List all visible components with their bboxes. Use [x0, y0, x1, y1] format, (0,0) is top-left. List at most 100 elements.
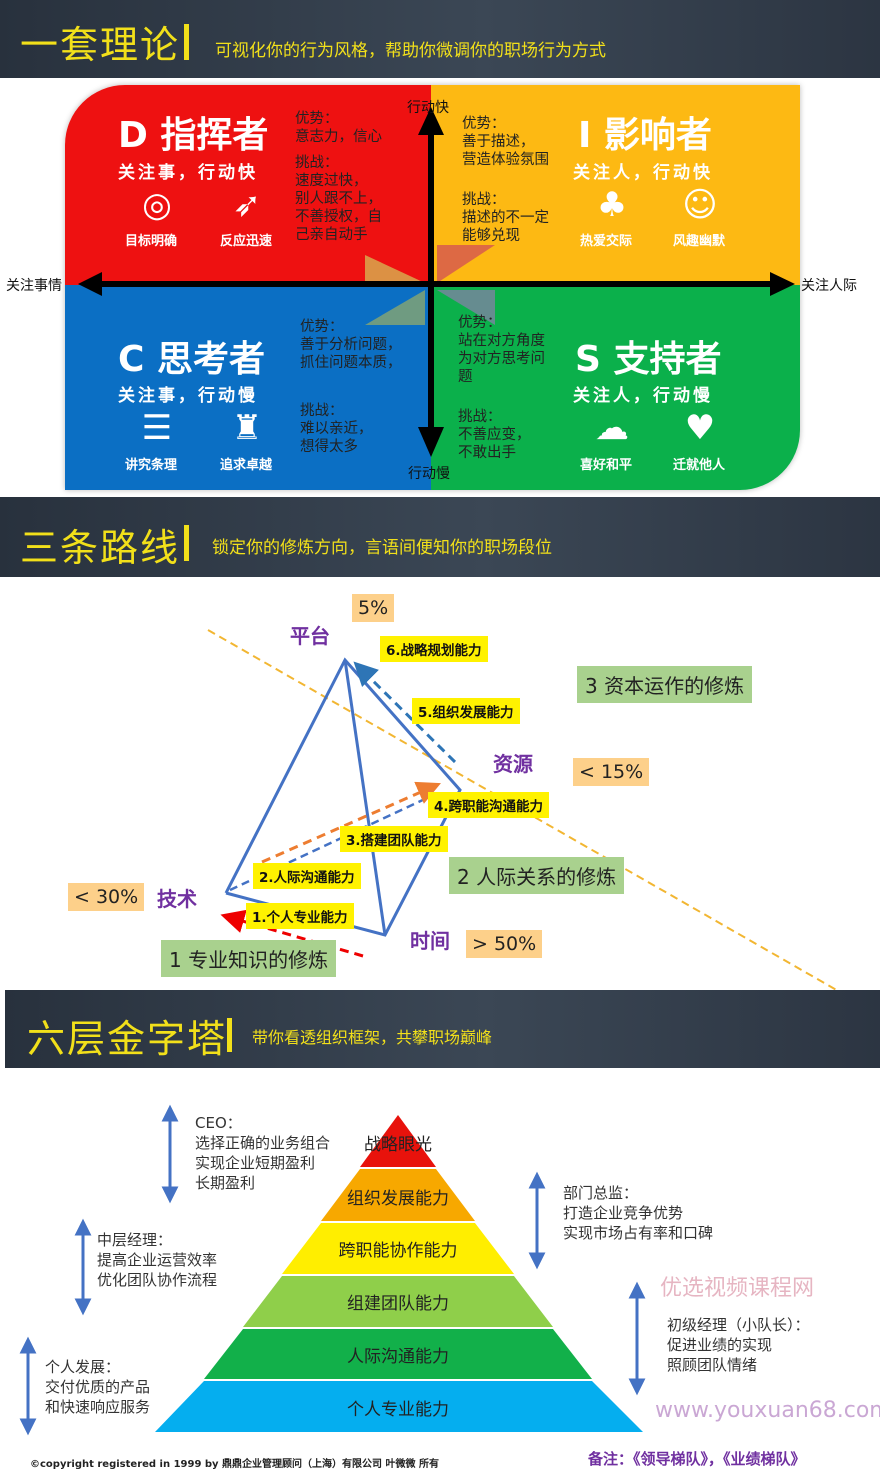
i-challenge-label: 挑战： [462, 192, 506, 208]
layer-label-organization: 组织发展能力 [347, 1189, 449, 1209]
clown-icon: ☺ [682, 185, 718, 225]
cloud-icon: ☁ [595, 408, 629, 448]
d-strength-label: 优势： [295, 111, 339, 127]
c-challenge: 想得太多 [300, 439, 358, 455]
role-line: 优化团队协作流程 [97, 1271, 218, 1289]
d-challenge: 不善授权，自 [295, 209, 382, 225]
s-subtitle: 关注人，行动慢 [573, 386, 713, 406]
role-line: 促进业绩的实现 [667, 1336, 773, 1354]
role-title: 个人发展： [45, 1358, 121, 1376]
s-strength: 题 [458, 369, 473, 385]
section-title: 六层金字塔 [27, 1017, 228, 1061]
role-line: 照顾团队情绪 [667, 1356, 758, 1374]
disc-quadrant-card [65, 85, 800, 490]
layer-label-team-building: 组建团队能力 [347, 1294, 449, 1314]
title-divider [184, 24, 189, 60]
path-capital: 3 资本运作的修炼 [577, 666, 753, 703]
d-challenge: 己亲自动手 [295, 227, 368, 243]
s-strength-label: 优势： [458, 315, 502, 331]
pyramid-layer-strategic [360, 1115, 436, 1167]
watermark-url: www.youxuan68.com [655, 1398, 880, 1423]
hiker-icon: ♜ [231, 408, 263, 448]
axis-label-task: 关注事情 [6, 278, 62, 294]
role-line: 实现企业短期盈利 [195, 1154, 316, 1172]
path-relationships: 2 人际关系的修炼 [449, 857, 625, 894]
d-challenge-label: 挑战： [295, 155, 339, 171]
ability-1: 1.个人专业能力 [246, 903, 354, 929]
layer-label-cross-functional: 跨职能协作能力 [338, 1241, 458, 1261]
i-strength-label: 优势： [462, 116, 506, 132]
pyramid-layer-cross-functional [282, 1223, 514, 1274]
i-subtitle: 关注人，行动快 [573, 163, 713, 183]
s-strength: 站在对方角度 [458, 333, 545, 349]
i-challenge: 能够兑现 [462, 228, 520, 244]
level-arrows [19, 1104, 646, 1436]
role-title: 部门总监： [563, 1184, 639, 1202]
axis-label-fast: 行动快 [407, 100, 449, 116]
role-middle-manager: 中层经理： 提高企业运营效率 优化团队协作流程 [97, 1230, 217, 1290]
s-challenge-label: 挑战： [458, 409, 502, 425]
percent-platform: 5% [352, 594, 395, 622]
copyright: ©copyright registered in 1999 by 鼎鼎企业管理顾… [30, 1459, 440, 1470]
runner-icon: ➶ [232, 185, 262, 225]
section-title: 三条路线 [20, 526, 181, 570]
vertex-platform: 平台 [290, 624, 330, 648]
title-divider [227, 1018, 232, 1052]
pyramid-layer-professional [155, 1381, 643, 1432]
c-subtitle: 关注事，行动慢 [118, 386, 258, 406]
ability-4: 4.跨职能沟通能力 [428, 792, 550, 818]
axis-label-people: 关注人际 [801, 278, 857, 294]
reference-note: 备注：《领导梯队》，《业绩梯队》 [588, 1450, 806, 1468]
quadrant-d [65, 85, 431, 285]
d-title: D 指挥者 [118, 115, 269, 156]
s-challenge: 不善应变， [458, 427, 531, 443]
quadrant-c [65, 285, 431, 490]
vertex-technology: 技术 [157, 887, 197, 911]
pyramid-layer-team-building [243, 1276, 553, 1327]
orange-arrow [261, 781, 441, 864]
role-director: 部门总监： 打造企业竞争优势 实现市场占有率和口碑 [563, 1183, 713, 1243]
i-strength: 善于描述， [462, 134, 535, 150]
banner-theory: 一套理论 可视化你的行为风格，帮助你微调你的职场行为方式 [0, 0, 880, 78]
axis-label-slow: 行动慢 [408, 466, 450, 482]
s-title: S 支持者 [575, 339, 722, 380]
s-strength: 为对方思考问 [458, 351, 545, 367]
section-title: 一套理论 [20, 23, 181, 67]
i-title: I 影响者 [578, 115, 712, 156]
center-shapes [365, 245, 495, 325]
d-strength: 意志力，信心 [295, 129, 382, 145]
role-title: 初级经理（小队长）： [667, 1316, 810, 1334]
role-individual: 个人发展： 交付优质的产品 和快速响应服务 [45, 1357, 150, 1417]
s-trait-2: 迁就他人 [673, 458, 726, 473]
c-strength: 抓住问题本质， [300, 355, 402, 371]
heart-icon: ♥ [684, 408, 716, 448]
people-icon: ♣ [596, 185, 628, 225]
section-subtitle: 锁定你的修炼方向，言语间便知你的职场段位 [212, 538, 552, 558]
c-trait-2: 追求卓越 [220, 458, 273, 473]
i-description: 优势： 善于描述， 营造体验氛围 挑战： 描述的不一定 能够兑现 [462, 115, 549, 245]
path-knowledge: 1 专业知识的修炼 [161, 940, 337, 977]
ability-5: 5.组织发展能力 [412, 698, 520, 724]
banner-paths: 三条路线 锁定你的修炼方向，言语间便知你的职场段位 [0, 497, 880, 577]
ability-3: 3.搭建团队能力 [340, 826, 448, 852]
c-challenge-label: 挑战： [300, 403, 344, 419]
i-challenge: 描述的不一定 [462, 210, 549, 226]
quadrant-i [431, 85, 800, 285]
c-challenge: 难以亲近， [300, 421, 373, 437]
c-description: 优势： 善于分析问题， 抓住问题本质， 挑战： 难以亲近， 想得太多 [300, 318, 402, 456]
title-divider [184, 525, 189, 561]
i-strength: 营造体验氛围 [462, 152, 549, 168]
axes [78, 107, 795, 457]
d-challenge: 速度过快， [295, 173, 368, 189]
percent-time: > 50% [466, 930, 543, 958]
role-title: CEO： [195, 1114, 242, 1132]
layer-label-strategic: 战略眼光 [364, 1135, 432, 1155]
role-line: 长期盈利 [195, 1174, 256, 1192]
c-trait-1: 讲究条理 [125, 458, 178, 473]
vertex-time: 时间 [410, 929, 450, 953]
ability-2: 2.人际沟通能力 [253, 863, 361, 889]
d-subtitle: 关注事，行动快 [118, 163, 258, 183]
watermark-name: 优选视频课程网 [660, 1276, 815, 1301]
layer-label-communication: 人际沟通能力 [347, 1347, 449, 1367]
